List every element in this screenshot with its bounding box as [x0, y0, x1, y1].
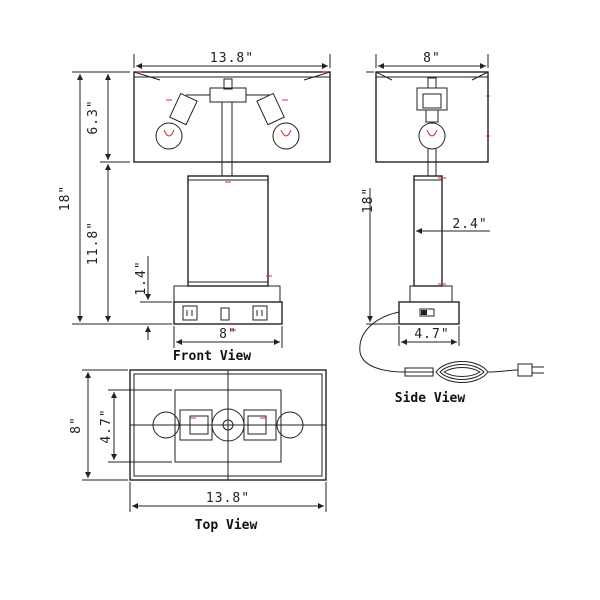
side-shade-width-label: 8" [423, 51, 441, 66]
front-base-height-label: 1.4" [134, 260, 149, 295]
front-total-height-label: 18" [58, 185, 73, 211]
front-right-bulb [256, 92, 300, 150]
front-body-height-label: 11.8" [86, 221, 101, 265]
side-total-height-label: 18" [361, 187, 376, 213]
front-left-bulb [155, 92, 198, 150]
top-width-label: 13.8" [206, 491, 250, 506]
front-red-ticks [136, 71, 328, 331]
front-base-width-label: 8" [219, 327, 237, 342]
front-view: 13.8" 6.3" 18" 11.8" 1.4" 8" Front View [58, 51, 331, 364]
side-base-depth-label: 4.7" [414, 327, 449, 342]
top-depth-label: 8" [69, 416, 84, 434]
top-base-depth-label: 4.7" [99, 408, 114, 443]
front-shade-width-label: 13.8" [210, 51, 254, 66]
front-harp [186, 78, 270, 176]
side-lamp-shade [375, 71, 489, 163]
top-view: 8" 4.7" 13.8" Top View [69, 369, 327, 533]
top-bulbs [152, 408, 304, 442]
top-view-caption: Top View [195, 518, 258, 533]
front-shade-height-label: 6.3" [86, 99, 101, 134]
side-column-width-label: 2.4" [452, 217, 487, 232]
side-view: 8" 18" 2.4" 4.7" Side View [359, 51, 544, 406]
top-base-outline [174, 389, 282, 463]
front-lamp-base [173, 285, 283, 325]
front-view-caption: Front View [173, 349, 251, 364]
front-lamp-body [187, 175, 269, 287]
side-power-cord [359, 311, 544, 383]
side-socket [416, 77, 448, 176]
side-view-caption: Side View [395, 391, 466, 406]
side-lamp-base [398, 285, 460, 325]
